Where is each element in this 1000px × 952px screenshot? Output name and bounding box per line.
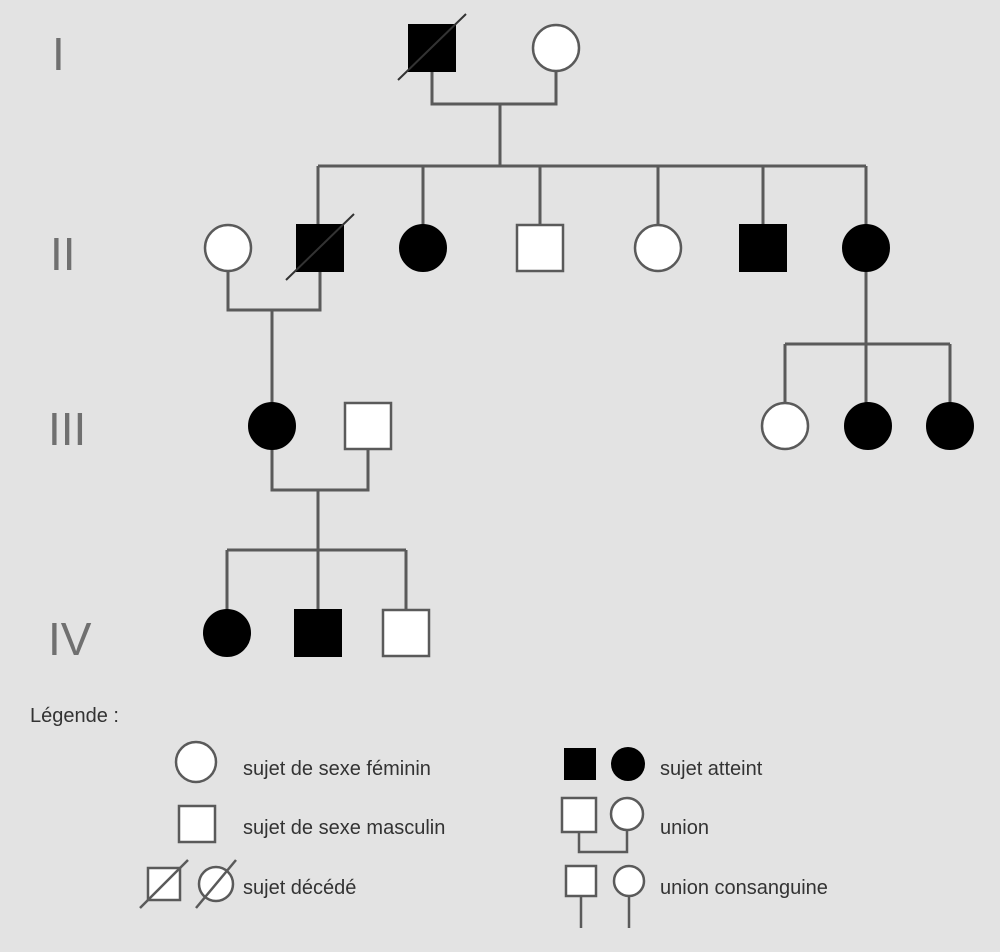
individual-III-5 (926, 402, 974, 450)
generation-label-IV: IV (48, 613, 92, 665)
legend-affected-label: sujet atteint (660, 758, 763, 780)
union-line-II (226, 270, 322, 312)
individual-II-5 (633, 223, 683, 273)
legend-female-symbol (174, 740, 218, 784)
legend-affected-male-symbol (564, 748, 596, 780)
individual-II-6 (739, 224, 787, 272)
deceased-mark-I-1 (397, 13, 467, 81)
individual-II-3 (399, 224, 447, 272)
legend-union-label: union (660, 817, 709, 839)
individuals (203, 13, 974, 658)
individual-I-2 (531, 23, 581, 73)
individual-III-3 (760, 401, 810, 451)
individual-IV-2 (294, 609, 342, 657)
generation-label-II: II (50, 228, 76, 280)
individual-III-1 (248, 402, 296, 450)
legend-title: Légende : (30, 705, 119, 727)
individual-III-4 (844, 402, 892, 450)
deceased-mark-II-2 (285, 213, 355, 281)
legend-deceased-label: sujet décédé (243, 877, 356, 899)
legend-union-symbol (560, 796, 645, 854)
generation-label-I: I (52, 28, 65, 80)
individual-II-7 (842, 224, 890, 272)
legend-consanguineous-union-label: union consanguine (660, 877, 828, 899)
legend: Légende : sujet de sexe féminin sujet de… (30, 705, 828, 928)
individual-II-4 (515, 223, 565, 273)
individual-IV-1 (203, 609, 251, 657)
individual-II-1 (203, 223, 253, 273)
union-line-III (270, 448, 370, 492)
union-line-I (430, 72, 558, 106)
legend-male-symbol (177, 804, 217, 844)
individual-IV-3 (381, 608, 431, 658)
pedigree-lines (225, 72, 952, 612)
legend-affected-female-symbol (611, 747, 645, 781)
legend-female-label: sujet de sexe féminin (243, 758, 431, 780)
legend-consanguineous-union-symbol (564, 864, 646, 928)
legend-deceased-symbols (139, 859, 237, 909)
legend-male-label: sujet de sexe masculin (243, 817, 445, 839)
generation-label-III: III (48, 403, 86, 455)
individual-III-2 (343, 401, 393, 451)
